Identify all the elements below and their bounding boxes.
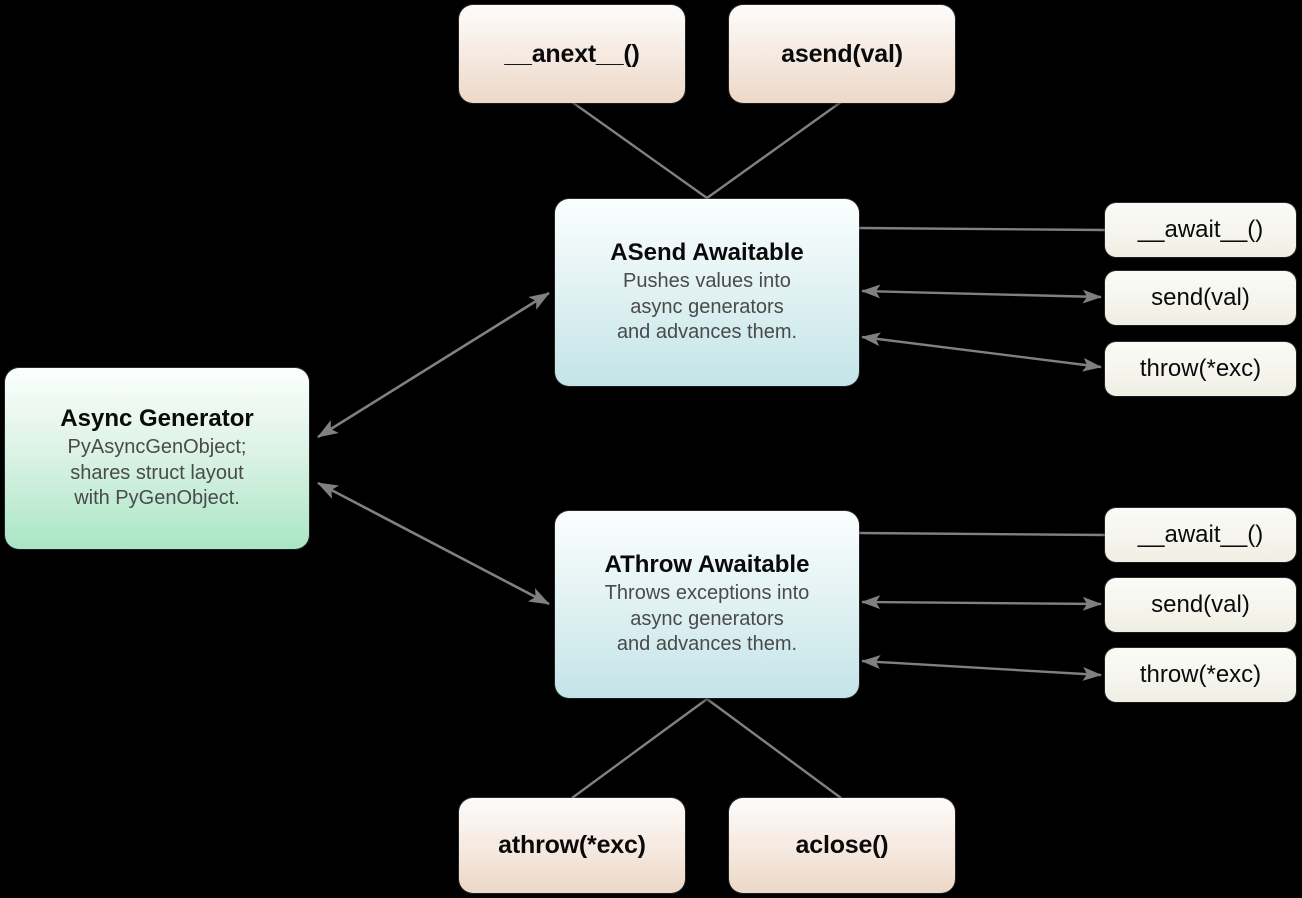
node-async-generator-title: Async Generator bbox=[60, 405, 254, 433]
node-athrow-await-method-label: __await__() bbox=[1137, 521, 1264, 548]
node-athrow-send-method[interactable]: send(val) bbox=[1105, 578, 1296, 632]
node-async-generator-desc: PyAsyncGenObject; shares struct layout w… bbox=[67, 435, 247, 510]
node-async-generator[interactable]: Async Generator PyAsyncGenObject; shares… bbox=[5, 368, 309, 549]
edge-athrow-await bbox=[857, 531, 1106, 537]
node-asend[interactable]: asend(val) bbox=[729, 5, 955, 103]
edge-aclose-to-athrow-awaitable bbox=[706, 698, 842, 799]
edge-athrow-send bbox=[861, 595, 1102, 611]
node-asend-awaitable-title: ASend Awaitable bbox=[610, 239, 804, 267]
node-athrow-await-method[interactable]: __await__() bbox=[1105, 508, 1296, 562]
node-asend-throw-method-label: throw(*exc) bbox=[1139, 355, 1262, 382]
node-athrow-method-label: athrow(*exc) bbox=[498, 831, 646, 859]
node-athrow-method[interactable]: athrow(*exc) bbox=[459, 798, 685, 893]
node-athrow-awaitable[interactable]: AThrow Awaitable Throws exceptions into … bbox=[555, 511, 859, 698]
edge-anext-to-asend bbox=[571, 101, 708, 199]
node-anext[interactable]: __anext__() bbox=[459, 5, 685, 103]
node-anext-label: __anext__() bbox=[504, 39, 640, 68]
node-asend-awaitable[interactable]: ASend Awaitable Pushes values into async… bbox=[555, 199, 859, 386]
edge-asend-throw bbox=[861, 332, 1102, 372]
node-aclose-method-label: aclose() bbox=[795, 831, 889, 859]
edge-asend-to-asend-awaitable bbox=[706, 101, 842, 199]
edge-athrow-to-athrow-awaitable bbox=[571, 698, 708, 799]
edge-athrow-throw bbox=[861, 655, 1102, 681]
node-athrow-awaitable-title: AThrow Awaitable bbox=[604, 551, 810, 579]
node-asend-send-method[interactable]: send(val) bbox=[1105, 271, 1296, 325]
node-athrow-throw-method[interactable]: throw(*exc) bbox=[1105, 648, 1296, 702]
node-athrow-throw-method-label: throw(*exc) bbox=[1139, 661, 1262, 688]
node-asend-await-method-label: __await__() bbox=[1137, 216, 1264, 243]
node-asend-await-method[interactable]: __await__() bbox=[1105, 203, 1296, 257]
node-asend-send-method-label: send(val) bbox=[1151, 284, 1250, 311]
node-aclose-method[interactable]: aclose() bbox=[729, 798, 955, 893]
edge-asend-await bbox=[857, 226, 1106, 232]
edge-generator-asend bbox=[317, 291, 550, 439]
node-asend-awaitable-desc: Pushes values into async generators and … bbox=[616, 269, 798, 344]
edge-asend-send bbox=[861, 284, 1102, 304]
edge-generator-athrow bbox=[317, 481, 550, 606]
node-asend-throw-method[interactable]: throw(*exc) bbox=[1105, 342, 1296, 396]
node-athrow-send-method-label: send(val) bbox=[1151, 591, 1250, 618]
node-athrow-awaitable-desc: Throws exceptions into async generators … bbox=[604, 581, 810, 656]
node-asend-label: asend(val) bbox=[781, 39, 903, 68]
